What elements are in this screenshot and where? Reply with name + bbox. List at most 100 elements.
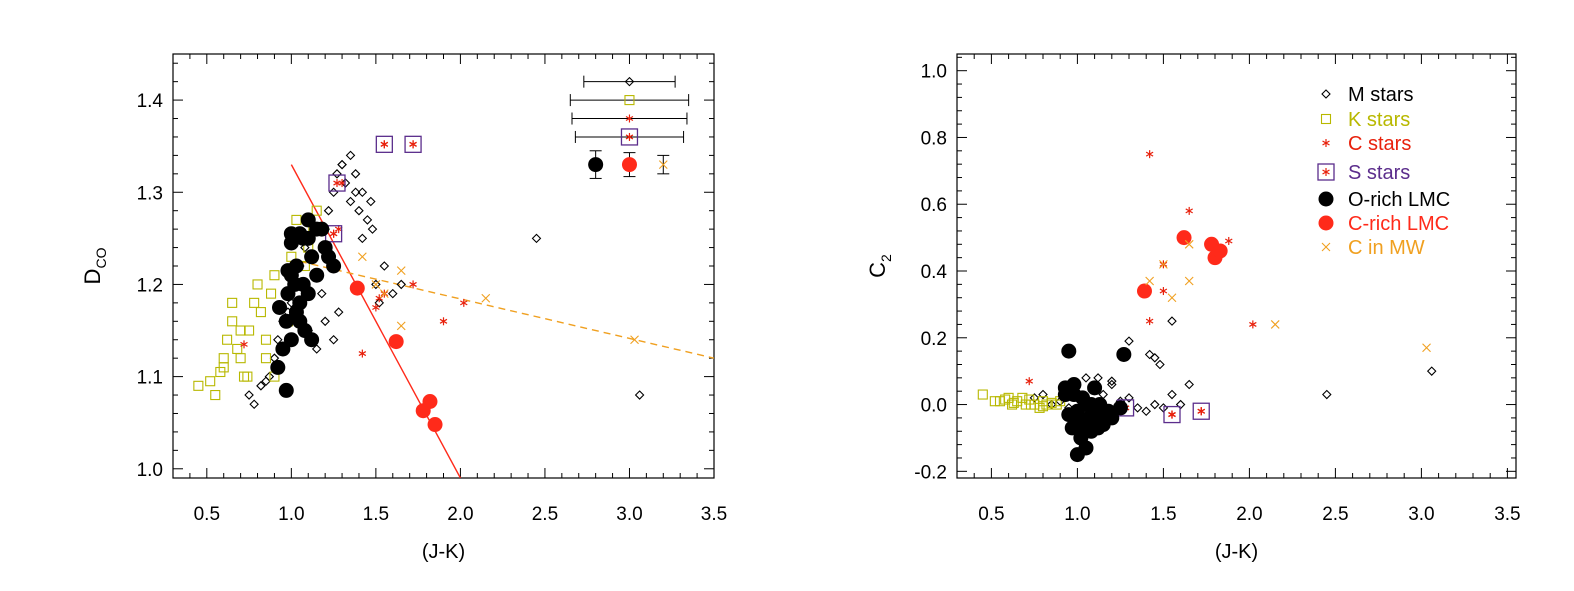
panel-right-point-c-in-mw-1-stroke-2	[1159, 259, 1168, 269]
panel-left-point-k-stars-8-shape	[235, 353, 246, 364]
panel-left-point-k-stars-11-shape	[249, 297, 260, 308]
panel-left-point-m-stars-38-shape	[333, 307, 344, 317]
panel-left-point-k-stars-0-shape	[193, 380, 204, 391]
panel-left-errorbar-3-marker	[620, 128, 639, 146]
panel-right-point-m-stars-2	[1046, 399, 1057, 410]
panel-right-point-m-stars-13-shape	[1132, 403, 1143, 413]
panel-left-point-m-stars-31	[379, 261, 390, 271]
panel-right-point-o-rich-lmc-27	[1057, 387, 1073, 403]
panel-right-point-m-stars-1	[1038, 389, 1048, 400]
panel-right-xtick-label-5: 3.0	[1408, 504, 1434, 525]
panel-left-point-c-in-mw-4	[396, 321, 406, 331]
panel-right-legend-marker-c-stars-stroke-d2	[1322, 140, 1330, 146]
panel-right-point-m-stars-1-shape	[1038, 389, 1048, 400]
panel-right-point-m-stars-21-shape	[1144, 349, 1155, 360]
panel-right-ytick-label-1: 0.0	[921, 396, 947, 417]
panel-left-point-s-stars-0	[328, 174, 346, 192]
panel-left-point-m-stars-25-shape	[354, 205, 364, 216]
panel-right-point-c-in-mw-0	[1145, 276, 1155, 286]
panel-left-point-m-stars-32	[388, 288, 398, 299]
panel-left-point-m-stars-43-shape	[367, 224, 378, 234]
panel-left-point-k-stars-29-shape	[235, 325, 246, 336]
panel-left-point-o-rich-lmc-21	[326, 258, 342, 274]
panel-right-series-c-rich-lmc	[1136, 230, 1228, 299]
panel-right-point-o-rich-lmc-25	[1090, 420, 1106, 436]
panel-right-point-o-rich-lmc-19	[1112, 400, 1128, 416]
panel-right-point-k-stars-5-shape	[1006, 399, 1018, 410]
panel-left-errorbar-2	[571, 112, 688, 125]
panel-right-point-m-stars-21	[1144, 349, 1155, 360]
panel-left-point-m-stars-39	[337, 159, 347, 170]
panel-right-point-c-stars-8-stroke-d2	[1224, 238, 1233, 244]
panel-left-point-k-stars-31-shape	[260, 353, 272, 364]
panel-right-point-m-stars-15-shape	[1150, 399, 1160, 410]
panel-left-errorbar-2-marker	[625, 114, 634, 123]
panel-left-point-m-stars-0	[244, 390, 254, 400]
panel-right-point-o-rich-lmc-12-shape	[1087, 380, 1103, 396]
panel-left-point-m-stars-30	[374, 298, 385, 308]
panel-right-legend-marker-c-rich-lmc	[1318, 215, 1334, 231]
panel-left-point-o-rich-lmc-27	[280, 263, 296, 279]
panel-right-point-c-in-mw-5-stroke-2	[1270, 320, 1280, 329]
panel-left-point-o-rich-lmc-21-shape	[326, 258, 342, 274]
panel-right-legend-marker-c-in-mw-stroke-2	[1321, 242, 1331, 252]
panel-left-point-m-stars-45	[634, 390, 645, 400]
panel-right-point-k-stars-18-shape	[1025, 399, 1037, 410]
panel-right-point-o-rich-lmc-27-shape	[1057, 387, 1073, 403]
panel-left-point-k-stars-5	[222, 334, 233, 345]
panel-right-point-k-stars-19	[1037, 401, 1049, 412]
panel-left-point-o-rich-lmc-30-shape	[300, 230, 316, 246]
panel-right-legend-label-s-stars: S stars	[1348, 162, 1410, 184]
panel-left-point-c-in-mw-3-stroke-2	[396, 266, 406, 275]
panel-right-legend-entry-c-stars: C stars	[1322, 133, 1411, 155]
panel-left-errorbar-2-marker-stroke-d2	[625, 116, 634, 122]
panel-left-point-m-stars-16-shape	[316, 288, 327, 299]
panel-left-errorbar-0-marker	[624, 76, 635, 87]
panel-left-point-m-stars-20	[332, 169, 342, 179]
panel-right-point-k-stars-15-shape	[1051, 399, 1062, 410]
panel-left-ytick-label-1: 1.1	[137, 368, 163, 389]
panel-right-point-o-rich-lmc-18-shape	[1104, 410, 1120, 426]
panel-left-point-m-stars-24	[350, 187, 361, 198]
panel-right-point-m-stars-12-shape	[1124, 393, 1134, 403]
panel-right-point-m-stars-2-shape	[1046, 399, 1057, 410]
panel-left-point-m-stars-18-shape	[323, 205, 334, 216]
panel-left-point-k-stars-1	[205, 376, 216, 387]
panel-left-point-m-stars-21	[337, 159, 347, 170]
panel-right-point-c-stars-3	[1159, 287, 1168, 296]
panel-right-point-o-rich-lmc-18	[1104, 410, 1120, 426]
panel-left-point-m-stars-33-shape	[396, 279, 407, 290]
panel-right-point-c-stars-6	[1185, 206, 1193, 215]
panel-right-point-c-stars-9-stroke-d2	[1249, 321, 1257, 327]
panel-right-point-c-rich-lmc-4	[1212, 243, 1228, 259]
panel-left-point-m-stars-41	[350, 169, 361, 179]
panel-left-point-o-rich-lmc-27-shape	[280, 263, 296, 279]
panel-right-legend-marker-c-rich-lmc-shape	[1318, 215, 1334, 231]
panel-left-point-k-stars-1-shape	[205, 376, 216, 387]
panel-left-point-k-stars-21-shape	[291, 214, 302, 225]
panel-left-point-c-stars-3-stroke-d2	[372, 304, 380, 310]
panel-right-point-m-stars-22-shape	[1150, 353, 1160, 363]
panel-left-point-m-stars-1-shape	[249, 399, 259, 410]
panel-left-point-o-rich-lmc-25-shape	[288, 304, 304, 320]
panel-right-point-s-stars-1-stroke-d2	[1168, 412, 1176, 418]
panel-left-point-k-stars-21	[291, 214, 302, 225]
panel-left-point-m-stars-43	[367, 224, 378, 234]
panel-left-errorbar-5-marker	[621, 157, 637, 173]
panel-left-point-s-stars-1-box	[375, 135, 393, 153]
panel-right-point-c-stars-6-stroke-d2	[1185, 208, 1193, 214]
panel-left-point-c-stars-0	[240, 340, 248, 349]
panel-left-point-k-stars-10-shape	[244, 325, 255, 336]
panel-left-point-m-stars-28	[366, 196, 376, 207]
panel-left-xtick-label-0: 0.5	[194, 504, 220, 525]
panel-left-point-m-stars-40-shape	[345, 150, 356, 161]
panel-right-legend-marker-m-stars	[1321, 89, 1331, 99]
panel-left-point-c-in-mw-4-stroke-2	[396, 321, 406, 331]
panel-right-legend-label-c-rich-lmc: C-rich LMC	[1348, 213, 1449, 235]
panel-left-ytick-label-0: 1.0	[137, 460, 163, 481]
panel-left-errorbar-0-marker-shape	[624, 76, 635, 87]
panel-left-point-s-stars-2-stroke-d2	[409, 141, 417, 147]
panel-right-point-c-in-mw-0-stroke-2	[1145, 276, 1155, 286]
